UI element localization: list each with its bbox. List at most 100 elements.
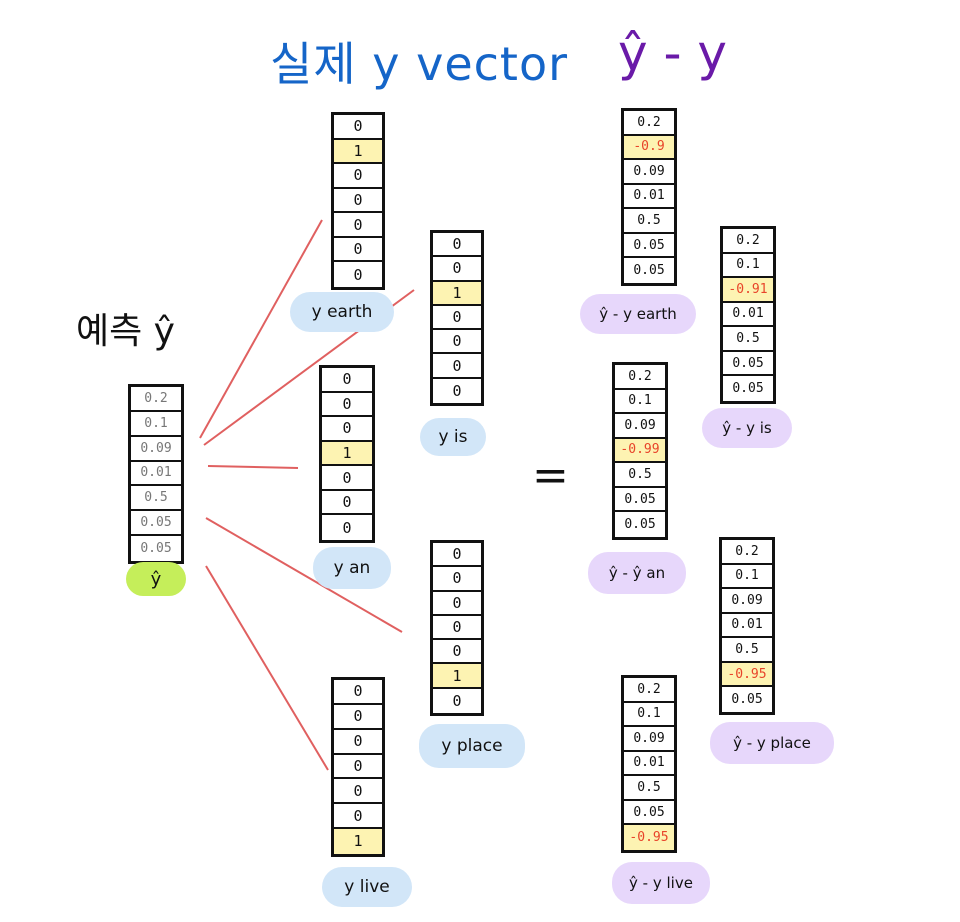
vector-cell: 0.5 <box>723 327 773 352</box>
vector-cell: 1 <box>433 664 481 689</box>
vector-cell: 0.09 <box>624 160 674 185</box>
vector-cell: 0 <box>433 543 481 568</box>
vector-cell: 0.1 <box>131 412 181 437</box>
vector-cell: 0 <box>433 354 481 379</box>
vector-cell: 0.05 <box>731 692 763 708</box>
vector-cell: 0.05 <box>131 511 181 537</box>
vector-cell: 0 <box>433 257 481 282</box>
vector-cell: 0.2 <box>723 229 773 254</box>
actual-label-earth: y earth <box>290 292 394 332</box>
vector-cell: 0 <box>334 164 382 189</box>
vector-cell: 0 <box>322 393 372 418</box>
connector-line-place <box>205 517 403 633</box>
vector-cell: 0 <box>433 306 481 331</box>
vector-cell: 0.2 <box>131 387 181 412</box>
vector-cell: 0 <box>334 705 382 730</box>
vector-cell: 0.09 <box>615 414 665 439</box>
vector-cell: 0 <box>433 330 481 355</box>
connector-line-earth <box>199 219 323 439</box>
actual-label-live: y live <box>322 867 412 907</box>
vector-cell: 0.05 <box>615 488 665 513</box>
vector-cell: 0.5 <box>624 209 674 234</box>
vector-cell: 0.5 <box>131 486 181 512</box>
vector-cell: 0 <box>322 417 372 442</box>
vector-cell: 0 <box>334 779 382 805</box>
diff-label-earth: ŷ - y earth <box>580 294 696 334</box>
vector-cell: 0.2 <box>615 365 665 390</box>
prediction-label: ŷ <box>126 562 186 596</box>
vector-cell: 0 <box>342 518 352 537</box>
vector-cell: 0.1 <box>615 390 665 415</box>
vector-cell: 1 <box>322 441 372 467</box>
vector-cell: 0 <box>334 804 382 830</box>
vector-cell: 0 <box>433 567 481 592</box>
vector-cell: 0 <box>334 238 382 263</box>
vector-cell: 1 <box>334 829 382 854</box>
vector-cell: 0 <box>433 592 481 616</box>
vector-cell: 0.05 <box>633 263 665 279</box>
vector-cell: 0.09 <box>624 727 674 752</box>
vector-cell: 0.05 <box>624 234 674 259</box>
diff-title: ŷ - y <box>618 24 728 82</box>
vector-cell: 0 <box>334 730 382 755</box>
vector-cell: 0.01 <box>624 185 674 210</box>
actual-label-is: y is <box>420 418 486 456</box>
vector-cell: 0 <box>334 189 382 214</box>
vector-cell: 0 <box>433 616 481 641</box>
vector-cell: -0.9 <box>624 135 674 161</box>
vector-cell: 0.01 <box>624 752 674 777</box>
vector-cell: 0.01 <box>722 614 772 639</box>
vector-cell: 0 <box>353 265 363 284</box>
vector-cell: 0 <box>322 466 372 491</box>
connector-line-live <box>205 565 329 771</box>
vector-cell: 0.05 <box>732 381 764 397</box>
vector-cell: 0.05 <box>624 801 674 826</box>
vector-cell: 0 <box>452 381 462 400</box>
vector-cell: 0 <box>433 640 481 665</box>
vector-cell: 0.5 <box>624 776 674 801</box>
vector-cell: 0 <box>452 691 462 710</box>
vector-cell: 0.1 <box>624 703 674 728</box>
actual-label-place: y place <box>419 724 525 768</box>
equals-sign: = <box>532 450 569 501</box>
vector-cell: 0.05 <box>624 517 656 533</box>
diff-label-live: ŷ - y live <box>612 862 710 904</box>
vector-cell: 0.09 <box>722 589 772 614</box>
vector-cell: 0.05 <box>723 352 773 377</box>
actual-label-an: y an <box>313 547 391 589</box>
vector-cell: 0 <box>334 115 382 140</box>
vector-cell: -0.91 <box>723 278 773 303</box>
vector-cell: 0.2 <box>722 540 772 565</box>
vector-cell: 0 <box>334 680 382 705</box>
vector-cell: 1 <box>334 139 382 165</box>
vector-cell: -0.95 <box>722 662 772 688</box>
vector-cell: 0 <box>334 755 382 780</box>
diff-label-an: ŷ - ŷ an <box>588 552 686 594</box>
vector-cell: 0 <box>322 368 372 393</box>
vector-cell: -0.95 <box>624 825 674 850</box>
vector-cell: 0.2 <box>624 111 674 136</box>
vector-cell: 0.5 <box>615 463 665 488</box>
vector-cell: 0.5 <box>722 638 772 663</box>
vector-cell: 0 <box>433 233 481 258</box>
vector-cell: 0.09 <box>131 437 181 462</box>
vector-cell: 0.1 <box>722 565 772 590</box>
vector-cell: 1 <box>433 281 481 306</box>
diff-label-place: ŷ - y place <box>710 722 834 764</box>
vector-cell: 0 <box>322 491 372 516</box>
diff-label-is: ŷ - y is <box>702 408 792 448</box>
prediction-title: 예측 ŷ <box>76 311 175 352</box>
vector-cell: -0.99 <box>615 438 665 464</box>
actual-vector-title: 실제 y vector <box>270 37 569 91</box>
connector-line-an <box>207 465 299 469</box>
